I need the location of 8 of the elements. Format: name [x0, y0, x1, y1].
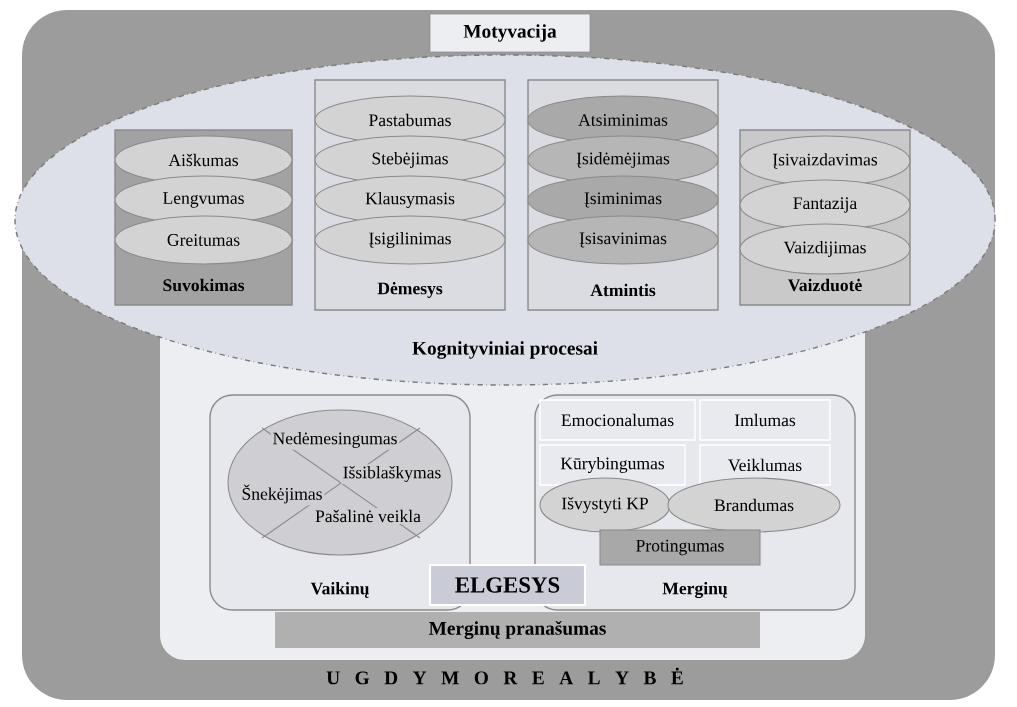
- title-box: ELGESYS: [428, 563, 587, 607]
- label-box: Motyvacija: [429, 13, 591, 53]
- trait-cell: Emocionalumas: [539, 399, 696, 441]
- trait-cell: Veiklumas: [699, 444, 831, 486]
- trait-cell: Kūrybingumas: [539, 444, 686, 486]
- trait-cell: Imlumas: [699, 399, 831, 441]
- trait-box: Protingumas: [599, 529, 761, 566]
- band: Merginų pranašumas: [275, 612, 760, 648]
